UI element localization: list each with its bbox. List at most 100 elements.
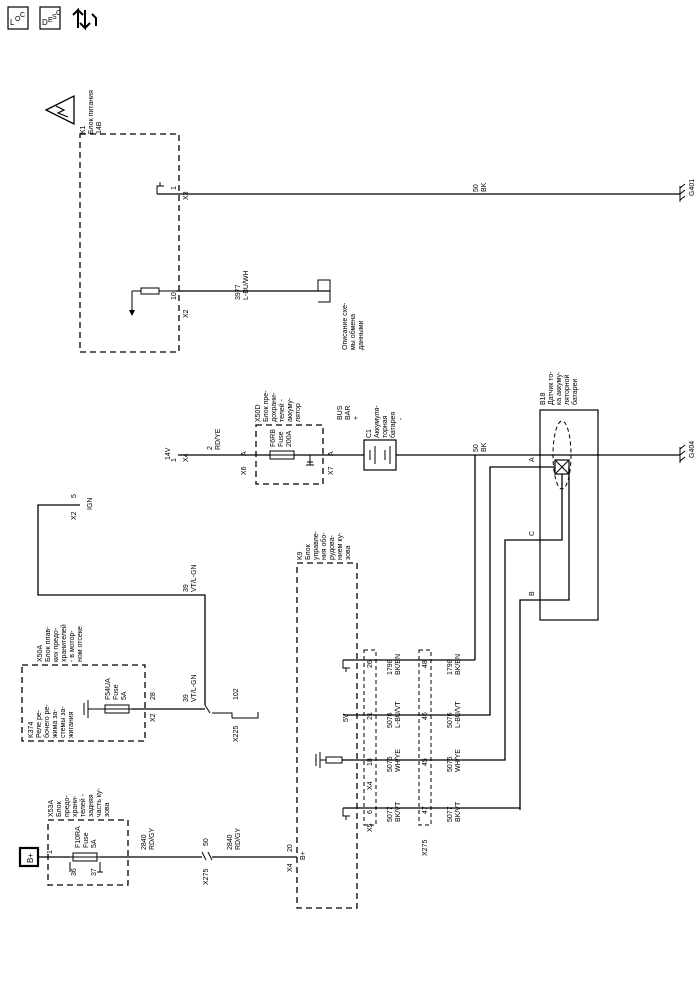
x50a-l4: - в мотор- [69, 630, 76, 662]
x50a-fuse-id: F54UA [105, 678, 112, 700]
k1-id: K1 [80, 125, 87, 134]
data-link-bracket [317, 279, 331, 303]
x50d-x6: X6 [241, 466, 248, 475]
w3977-num: 3977 [235, 284, 242, 300]
wire-39-vt-lgn-upper [37, 504, 206, 705]
b18-sensor-element-icon [554, 459, 570, 475]
x53a-label: X53A Блок предо- храни- телей - задняя ч… [48, 788, 111, 817]
w39b-num: 39 [183, 694, 190, 702]
resistor-ground-symbol [129, 287, 176, 316]
b18-pin-c: C [529, 531, 536, 536]
x275-p48: 48 [422, 660, 429, 668]
k9-l4: рудова- [329, 534, 336, 560]
loc-icon-sub: O [15, 16, 21, 23]
x53a-fuse-l1: Fuse [83, 832, 90, 848]
x50d-box [255, 424, 324, 485]
w5077b-col: BK/VT [455, 801, 462, 822]
k1-x3-pin: 1 [171, 186, 178, 190]
x50a-l3: хранителей [60, 624, 68, 662]
x50d-x7-pin: A [328, 451, 335, 456]
w5075b-col: WH/YE [455, 749, 462, 772]
w2840a-num: 2840 [141, 834, 148, 850]
loc-icon[interactable]: L O C [7, 6, 29, 30]
warning-triangle-icon [44, 94, 75, 126]
g401-label: G401 [689, 179, 696, 196]
w5075a-col: WH/YE [395, 749, 402, 772]
k9-5v: 5V [343, 713, 350, 722]
desc-icon-letter: D [42, 18, 48, 27]
desc-icon-sub: E [48, 17, 53, 24]
x50a-label: X50A Блок плав- ких предо- хранителей - … [37, 624, 84, 662]
k374-label: K374 Реле ре- бочего ре- жима за- стемы … [28, 704, 75, 738]
wire-5076 [343, 650, 491, 716]
k1-ign: IGN [87, 498, 94, 510]
k9-box [296, 562, 358, 909]
battery-icon [369, 446, 391, 464]
g401-ground-icon [679, 183, 686, 202]
w1798a-col: BK/BN [395, 654, 402, 675]
k9-l6: зова [345, 545, 352, 560]
k1-x2b-pin: 5 [71, 494, 78, 498]
w5075b-num: 5075 [447, 756, 454, 772]
x50a-l5: ном отсеке [77, 626, 84, 662]
w39-num: 39 [183, 584, 190, 592]
k9-x4-label: X4 [367, 781, 374, 790]
k9-p6: 6 [367, 810, 374, 814]
x53a-p1: 1 [47, 850, 54, 854]
x50d-fuse-label: F6RB Fuse 200A [270, 429, 293, 447]
x53a-fuse-label: F10RA Fuse 5A [75, 826, 98, 848]
data-link-label: Описание схе- мы обмена данными [342, 302, 365, 350]
x3-ground-symbol [156, 182, 164, 194]
k9-p21: 21 [367, 712, 374, 720]
x50d-l1: Блок пре- [263, 390, 270, 422]
x50d-label: X50D Блок пре- дохрани- телей - аккуму- … [255, 390, 302, 422]
k9-x4b-label: X4 [287, 863, 294, 872]
x50d-x7: X7 [328, 466, 335, 475]
w1798b-col: BK/BN [455, 654, 462, 675]
k9-l1: Блок [305, 543, 312, 560]
data-link-l1: Описание схе- [342, 302, 349, 350]
desc-icon[interactable]: D E S C [39, 6, 61, 30]
w50-mid-col: BK [481, 442, 488, 452]
x53a-l3: храни- [72, 795, 79, 817]
k9-x5-label: X5 [367, 823, 374, 832]
w39b-col: VT/L-GN [191, 674, 198, 702]
w50-top-col: BK [481, 182, 488, 192]
c1-l2: торная [382, 415, 389, 438]
w5076b-col: L-BU/VT [455, 700, 462, 728]
x53a-id: X53A [48, 800, 55, 817]
data-link-l3: данными [358, 320, 365, 350]
w2-num: 2 [207, 446, 214, 450]
loc-icon-letter: L [10, 18, 15, 27]
k9-p18-resistor-ground [315, 752, 343, 768]
x50d-l4: аккуму- [287, 397, 294, 422]
x50d-fuse [269, 450, 295, 460]
x50a-l2: ких предо- [53, 627, 60, 662]
b18-pin-a: A [529, 457, 536, 462]
b18-label: B18 Датчик то- ка аккуму- ляторной батар… [540, 371, 579, 405]
x50a-x2: X2 [150, 713, 157, 722]
g404-ground-icon [679, 444, 686, 463]
k1-x3-label: X3 [183, 191, 190, 200]
k1-power-module-box [79, 133, 180, 353]
k9-p18: 18 [367, 758, 374, 766]
b18-l2: ка аккуму- [556, 371, 563, 405]
x50d-tap [306, 455, 314, 466]
k1-name: Блок питания [88, 90, 95, 134]
c1-label: C1 Аккумуля- торная батарея [366, 405, 397, 438]
w5077a-col: BK/VT [395, 801, 402, 822]
c1-bar: BAR [345, 406, 352, 420]
x275-p46: 46 [422, 712, 429, 720]
x53a-l1: Блок [56, 800, 63, 817]
k9-p26: 26 [367, 660, 374, 668]
x50d-fuse-l2: 200A [286, 430, 293, 447]
x53a-fuse-taps [69, 862, 103, 873]
w5075a-num: 5075 [387, 756, 394, 772]
k9-id: K9 [297, 551, 304, 560]
k1-voltage: 14В [96, 121, 103, 134]
x50a-box [21, 664, 146, 742]
k9-p6-ground-icon [342, 808, 350, 820]
diagnostic-arrows-icon[interactable] [72, 7, 97, 31]
x53a-l2: предо- [64, 795, 71, 817]
c1-id: C1 [366, 429, 373, 438]
